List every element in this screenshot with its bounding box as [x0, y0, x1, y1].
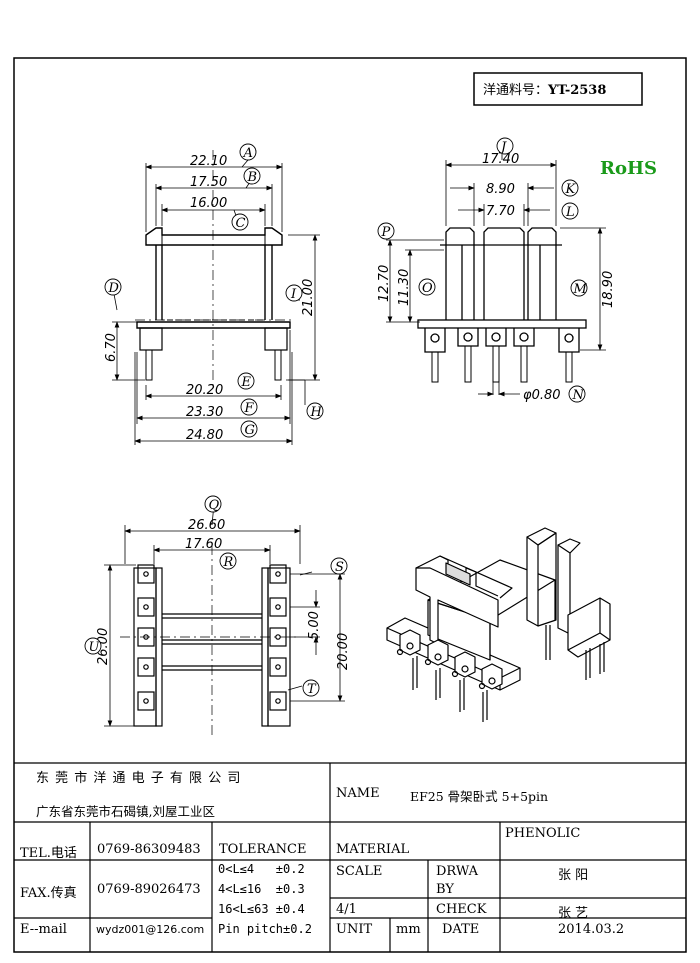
isometric-view: [386, 527, 611, 722]
tolerance-row-3: 16<L≤63 ±0.4: [218, 902, 305, 916]
unit-value: mm: [396, 922, 421, 937]
callout-P: P: [381, 225, 391, 240]
callout-B: B: [247, 170, 258, 185]
dim-24-80: 24.80: [186, 428, 223, 443]
rohs-mark: RoHS: [600, 158, 657, 179]
dim-12-70: 12.70: [377, 265, 392, 302]
company-address: 广东省东莞市石碣镇,刘屋工业区: [36, 804, 215, 819]
callout-D: D: [108, 281, 120, 296]
material-value: PHENOLIC: [505, 826, 581, 841]
callout-H: H: [310, 405, 323, 420]
dim-17-50: 17.50: [190, 175, 227, 190]
callout-C: C: [236, 216, 246, 231]
name-label: NAME: [336, 786, 380, 801]
material-label: MATERIAL: [336, 842, 410, 857]
dim-11-30: 11.30: [397, 269, 412, 306]
tel-value: 0769-86309483: [97, 842, 201, 857]
dim-8-90: 8.90: [486, 182, 515, 197]
tel-label: TEL.电话: [20, 846, 77, 861]
dim-16-00: 16.00: [190, 196, 227, 211]
company-name: 东 莞 市 洋 通 电 子 有 限 公 司: [36, 771, 242, 786]
dim-18-90: 18.90: [601, 271, 616, 308]
callout-K: K: [565, 182, 577, 197]
unit-label: UNIT: [336, 922, 373, 937]
dim-21-00: 21.00: [301, 279, 316, 316]
drwa-label: DRWA: [436, 864, 479, 879]
callout-U: U: [89, 640, 101, 655]
scale-label: SCALE: [336, 864, 383, 879]
front-view-dim-text: 22.10 17.50 16.00 20.20 23.30 24.80 21.0…: [104, 154, 316, 443]
dim-5-00: 5.00: [307, 611, 322, 640]
bottom-view-dim-text: 26.60 17.60 26.00 5.00 20.00: [96, 518, 351, 670]
callout-E: E: [241, 375, 252, 390]
side-view: [417, 227, 587, 383]
side-view-dim-text: 17.40 8.90 7.70 12.70 11.30 18.90 φ0.80: [377, 152, 616, 403]
part-number-box: 洋通料号：YT-2538: [473, 72, 643, 106]
date-value: 2014.03.2: [558, 922, 625, 937]
tolerance-label: TOLERANCE: [219, 842, 307, 857]
check-label: CHECK: [436, 902, 487, 917]
sheet-border: [13, 57, 687, 953]
drwa-label-by: BY: [436, 882, 454, 897]
part-label: 洋通料号：: [483, 83, 548, 98]
email-value: wydz001@126.com: [96, 923, 205, 936]
dim-22-10: 22.10: [190, 154, 227, 169]
dim-23-30: 23.30: [186, 405, 223, 420]
dim-0-80: φ0.80: [523, 388, 561, 403]
front-view-dimensions: [112, 159, 320, 445]
tolerance-row-4: Pin pitch±0.2: [218, 922, 312, 936]
callout-S: S: [335, 560, 344, 575]
email-label: E--mail: [20, 922, 67, 937]
callout-O: O: [422, 281, 433, 296]
callout-R: R: [223, 555, 234, 570]
front-view-callouts: A B C D E F G H I: [104, 143, 324, 438]
callout-I: I: [290, 287, 297, 302]
part-number: YT-2538: [547, 83, 606, 98]
dim-20-00: 20.00: [336, 633, 351, 670]
callout-Q: Q: [209, 498, 220, 513]
fax-value: 0769-89026473: [97, 882, 201, 897]
callout-M: M: [573, 282, 588, 297]
title-block-grid: [14, 762, 686, 952]
check-value: 张 艺: [558, 906, 589, 921]
fax-label: FAX.传真: [20, 886, 77, 901]
callout-N: N: [572, 388, 585, 403]
callout-G: G: [245, 423, 255, 438]
scale-value: 4/1: [336, 902, 357, 917]
tolerance-row-2: 4<L≤16 ±0.3: [218, 882, 305, 896]
callout-A: A: [243, 146, 253, 161]
bottom-view-callouts: Q R S T U: [84, 495, 348, 697]
dim-20-20: 20.20: [186, 383, 223, 398]
side-view-dimensions: [386, 153, 606, 397]
dim-7-70: 7.70: [486, 204, 515, 219]
callout-J: J: [498, 140, 507, 155]
dim-17-40: 17.40: [482, 152, 519, 167]
callout-T: T: [307, 682, 317, 697]
drwa-value: 张 阳: [558, 868, 589, 883]
tolerance-row-1: 0<L≤4 ±0.2: [218, 862, 305, 876]
dim-6-70: 6.70: [104, 333, 119, 362]
date-label: DATE: [442, 922, 480, 937]
dim-26-00: 26.00: [96, 628, 111, 665]
front-view: [135, 150, 295, 390]
name-value: EF25 骨架卧式 5+5pin: [410, 789, 549, 804]
svg-text:洋通料号：YT-2538: 洋通料号：YT-2538: [483, 83, 606, 98]
callout-L: L: [565, 205, 575, 220]
side-view-callouts: J K L P O M N: [377, 137, 588, 403]
bottom-view: [120, 545, 300, 735]
dim-17-60: 17.60: [185, 537, 222, 552]
callout-F: F: [244, 401, 255, 416]
dim-26-60: 26.60: [188, 518, 225, 533]
